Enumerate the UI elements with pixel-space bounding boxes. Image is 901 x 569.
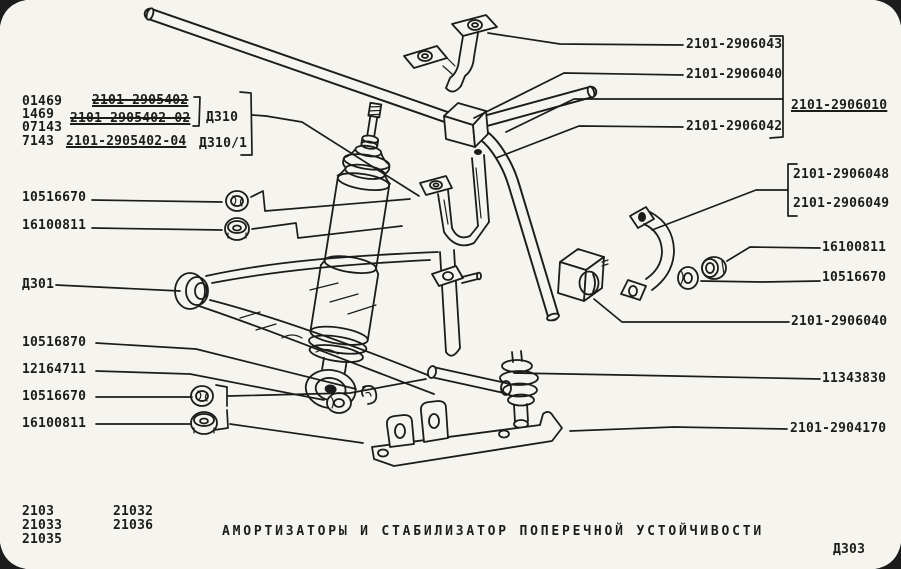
variant-code: 01469 bbox=[22, 94, 63, 109]
control-arm bbox=[174, 251, 439, 395]
diagram-title: АМОРТИЗАТОРЫ И СТАБИЛИЗАТОР ПОПЕРЕЧНОЙ У… bbox=[222, 524, 764, 539]
callout-right-locknut: 16100811 bbox=[822, 240, 887, 255]
current-part-number: 2101-2905402-04 bbox=[66, 134, 187, 149]
callout-strap: 2101-2906042 bbox=[686, 119, 783, 134]
variant-code: 7143 bbox=[22, 134, 55, 149]
callout-sleeve: 12164711 bbox=[22, 362, 87, 377]
lower-bolt bbox=[426, 365, 512, 396]
sheet-code: Д303 bbox=[833, 542, 866, 557]
callout-pad-a: 2101-2906048 bbox=[793, 167, 890, 182]
model-code: 21035 bbox=[22, 532, 63, 547]
locknut-upper-left bbox=[225, 190, 249, 212]
nut-lower-left bbox=[190, 411, 218, 435]
nut-upper-left bbox=[224, 217, 250, 241]
callout-bolt: 11343830 bbox=[822, 371, 887, 386]
top-bracket bbox=[403, 14, 498, 93]
cube-bushing bbox=[557, 248, 609, 302]
callout-pad-b: 2101-2906049 bbox=[793, 196, 890, 211]
callout-left-nut: 10516670 bbox=[22, 190, 87, 205]
model-code: 21036 bbox=[113, 518, 154, 533]
grouping-brackets bbox=[192, 35, 798, 431]
frame-bracket bbox=[431, 249, 482, 357]
model-code: 21032 bbox=[113, 504, 154, 519]
callout-left-nut-lower: 10516670 bbox=[22, 389, 87, 404]
stabilizer-cushion bbox=[443, 102, 489, 148]
callout-arm-ref: Д301 bbox=[22, 277, 55, 292]
u-clamp bbox=[620, 206, 675, 301]
callout-stabilizer-assembly: 2101-2906010 bbox=[791, 98, 888, 113]
strap-hanger bbox=[419, 149, 490, 247]
variant-code: 07143 bbox=[22, 120, 63, 135]
shock-absorber bbox=[304, 101, 391, 410]
callout-cushion-lower: 2101-2906040 bbox=[791, 314, 888, 329]
variant-code: 1469 bbox=[22, 107, 55, 122]
callout-left-locknut: 16100811 bbox=[22, 218, 87, 233]
washer-shock-bottom bbox=[326, 392, 352, 414]
model-code: 2103 bbox=[22, 504, 55, 519]
callout-cushion-upper: 2101-2906040 bbox=[686, 67, 783, 82]
sheet-ref-old: Д310 bbox=[206, 110, 239, 125]
ball-pin-boot bbox=[499, 350, 539, 429]
callout-bracket: 2101-2906043 bbox=[686, 37, 783, 52]
callout-right-nut: 10516670 bbox=[822, 270, 887, 285]
locknut-lower-left bbox=[190, 385, 214, 407]
lockwasher-right bbox=[677, 266, 699, 290]
superseded-part-number: 2101-2905402-02 bbox=[70, 111, 191, 126]
bottom-bracket bbox=[371, 400, 563, 467]
superseded-part-number: 2101-2905402 bbox=[92, 93, 189, 108]
callout-washer: 10516870 bbox=[22, 335, 87, 350]
callout-mount-bracket: 2101-2904170 bbox=[790, 421, 887, 436]
callout-left-locknut-lower: 16100811 bbox=[22, 416, 87, 431]
leader-lines bbox=[55, 32, 821, 444]
nut-right bbox=[701, 256, 727, 280]
model-code: 21033 bbox=[22, 518, 63, 533]
sheet-ref-new: Д310/1 bbox=[199, 136, 248, 151]
